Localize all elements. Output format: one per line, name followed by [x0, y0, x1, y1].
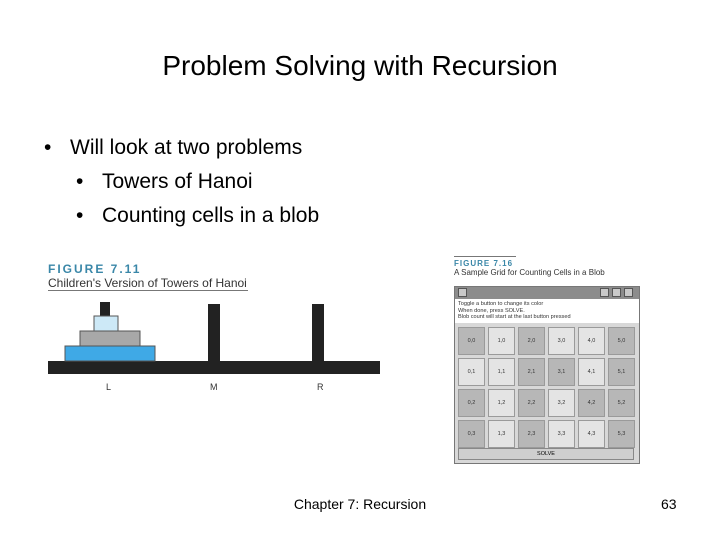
- grid-cell[interactable]: 1,2: [488, 389, 515, 417]
- grid-cell[interactable]: 0,0: [458, 327, 485, 355]
- slide-footer: Chapter 7: Recursion: [293, 496, 427, 512]
- solve-button[interactable]: SOLVE: [458, 448, 634, 460]
- bullet-text: Will look at two problems: [70, 136, 303, 159]
- disk-large: [64, 345, 156, 362]
- disk-medium: [79, 330, 141, 347]
- figure-number: FIGURE 7.16: [454, 259, 514, 268]
- grid-cell[interactable]: 5,3: [608, 420, 635, 448]
- grid-cell[interactable]: 4,2: [578, 389, 605, 417]
- instructions-text: Toggle a button to change its color When…: [455, 299, 639, 323]
- grid-cell[interactable]: 2,2: [518, 389, 545, 417]
- peg-right: [312, 304, 324, 361]
- figure-blob-grid: FIGURE 7.16 A Sample Grid for Counting C…: [454, 256, 640, 464]
- sub-bullet-text: Counting cells in a blob: [102, 204, 320, 227]
- bullet-list: • Will look at two problems • Towers of …: [44, 131, 319, 233]
- instruction-line: When done, press SOLVE.: [458, 307, 525, 314]
- disk-small: [93, 315, 119, 332]
- page-number: 63: [661, 496, 677, 512]
- bullet-dot-icon: •: [76, 170, 84, 193]
- bullet-dot-icon: •: [44, 136, 52, 159]
- figure-number: FIGURE 7.11: [48, 262, 142, 276]
- grid-cell[interactable]: 5,1: [608, 358, 635, 386]
- blob-app-window: Toggle a button to change its color When…: [454, 286, 640, 464]
- grid-cell[interactable]: 0,2: [458, 389, 485, 417]
- hanoi-base: [48, 361, 380, 374]
- grid-cell[interactable]: 3,0: [548, 327, 575, 355]
- grid-cell[interactable]: 5,2: [608, 389, 635, 417]
- grid-cell[interactable]: 0,1: [458, 358, 485, 386]
- figure-caption: A Sample Grid for Counting Cells in a Bl…: [454, 268, 605, 277]
- close-icon[interactable]: [624, 288, 633, 297]
- bullet-dot-icon: •: [76, 204, 84, 227]
- figure-towers-of-hanoi: FIGURE 7.11 Children's Version of Towers…: [48, 262, 382, 394]
- grid-cell[interactable]: 1,1: [488, 358, 515, 386]
- figure-rule: [48, 290, 248, 291]
- hanoi-illustration: [48, 302, 380, 374]
- instruction-line: Toggle a button to change its color: [458, 301, 544, 307]
- grid-cell[interactable]: 2,1: [518, 358, 545, 386]
- peg-label-r: R: [317, 382, 324, 392]
- window-titlebar: [455, 287, 639, 299]
- peg-label-l: L: [106, 382, 112, 392]
- grid-cell[interactable]: 5,0: [608, 327, 635, 355]
- grid-cell[interactable]: 3,3: [548, 420, 575, 448]
- figure-rule: [454, 256, 516, 257]
- figure-caption: Children's Version of Towers of Hanoi: [48, 276, 247, 290]
- grid-cell[interactable]: 3,1: [548, 358, 575, 386]
- slide-title: Problem Solving with Recursion: [162, 50, 558, 81]
- grid-cell[interactable]: 1,0: [488, 327, 515, 355]
- window-app-icon: [458, 288, 467, 297]
- maximize-icon[interactable]: [612, 288, 621, 297]
- grid-cell[interactable]: 2,0: [518, 327, 545, 355]
- peg-label-m: M: [210, 382, 218, 392]
- sub-bullet-item: • Counting cells in a blob: [44, 199, 319, 233]
- sub-bullet-text: Towers of Hanoi: [102, 170, 253, 193]
- grid-cell[interactable]: 3,2: [548, 389, 575, 417]
- instruction-line: Blob count will start at the last button…: [458, 314, 571, 320]
- minimize-icon[interactable]: [600, 288, 609, 297]
- bullet-item: • Will look at two problems: [44, 131, 319, 165]
- grid-cell[interactable]: 0,3: [458, 420, 485, 448]
- peg-middle: [208, 304, 220, 361]
- sub-bullet-item: • Towers of Hanoi: [44, 165, 319, 199]
- grid-cell[interactable]: 1,3: [488, 420, 515, 448]
- grid-cell[interactable]: 4,1: [578, 358, 605, 386]
- cell-grid: 0,0 1,0 2,0 3,0 4,0 5,0 0,1 1,1 2,1 3,1 …: [458, 327, 635, 448]
- grid-cell[interactable]: 4,3: [578, 420, 605, 448]
- grid-cell[interactable]: 4,0: [578, 327, 605, 355]
- grid-cell[interactable]: 2,3: [518, 420, 545, 448]
